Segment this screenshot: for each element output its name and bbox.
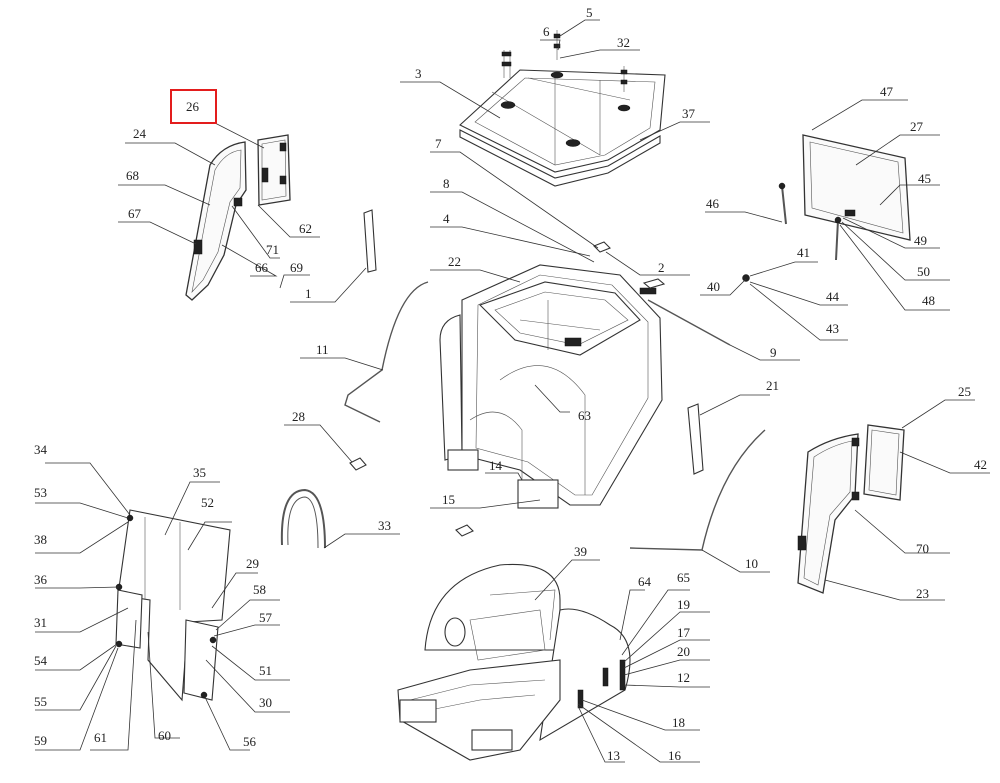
callout-11: 11 — [316, 342, 329, 357]
callout-7: 7 — [435, 136, 442, 151]
callout-12: 12 — [677, 670, 690, 685]
callout-2: 2 — [658, 260, 665, 275]
callout-15: 15 — [442, 492, 455, 507]
callout-62: 62 — [299, 221, 312, 236]
callout-56: 56 — [243, 734, 257, 749]
callout-36: 36 — [34, 572, 48, 587]
roof-panel — [459, 30, 666, 187]
bracket-parts — [349, 209, 704, 537]
side-trim-panels — [115, 509, 231, 702]
callout-37: 37 — [682, 106, 696, 121]
callout-6: 6 — [543, 24, 550, 39]
callout-38: 38 — [34, 532, 47, 547]
callout-5: 5 — [586, 5, 593, 20]
callout-28: 28 — [292, 409, 305, 424]
callout-44: 44 — [826, 289, 840, 304]
callout-22: 22 — [448, 254, 461, 269]
callout-29: 29 — [246, 556, 259, 571]
callout-53: 53 — [34, 485, 47, 500]
callout-4: 4 — [443, 211, 450, 226]
leader-lines — [35, 19, 990, 763]
callout-49: 49 — [914, 233, 927, 248]
callout-54: 54 — [34, 653, 48, 668]
callout-57: 57 — [259, 610, 273, 625]
callout-14: 14 — [489, 458, 503, 473]
callout-50: 50 — [917, 264, 930, 279]
callout-30: 30 — [259, 695, 272, 710]
callout-59: 59 — [34, 733, 47, 748]
callout-64: 64 — [638, 574, 652, 589]
callout-70: 70 — [916, 541, 929, 556]
callout-17: 17 — [677, 625, 691, 640]
callout-39: 39 — [574, 544, 587, 559]
right-door — [797, 424, 905, 594]
callout-45: 45 — [918, 171, 931, 186]
callout-16: 16 — [668, 748, 682, 763]
cab-frame — [439, 264, 663, 509]
callout-68: 68 — [126, 168, 139, 183]
callout-9: 9 — [770, 345, 777, 360]
callout-32: 32 — [617, 35, 630, 50]
callout-31: 31 — [34, 615, 47, 630]
highlight-box-26 — [170, 89, 217, 124]
callout-61: 61 — [94, 730, 107, 745]
callout-41: 41 — [797, 245, 810, 260]
rear-window — [742, 134, 911, 282]
callout-19: 19 — [677, 597, 690, 612]
callout-60: 60 — [158, 728, 171, 743]
callout-47: 47 — [880, 84, 894, 99]
callout-26: 26 — [186, 99, 200, 114]
seal-strips — [280, 281, 766, 551]
callout-labels: 5 6 32 3 37 7 8 4 22 2 9 26 24 68 67 62 … — [34, 5, 987, 763]
callout-67: 67 — [128, 206, 142, 221]
callout-25: 25 — [958, 384, 971, 399]
callout-43: 43 — [826, 321, 839, 336]
callout-63: 63 — [578, 408, 591, 423]
callout-71: 71 — [266, 242, 279, 257]
callout-51: 51 — [259, 663, 272, 678]
callout-21: 21 — [766, 378, 779, 393]
callout-20: 20 — [677, 644, 690, 659]
callout-33: 33 — [378, 518, 391, 533]
callout-24: 24 — [133, 126, 147, 141]
callout-35: 35 — [193, 465, 206, 480]
callout-69: 69 — [290, 260, 303, 275]
left-door — [185, 134, 291, 301]
callout-3: 3 — [415, 66, 422, 81]
callout-18: 18 — [672, 715, 685, 730]
callout-58: 58 — [253, 582, 266, 597]
callout-48: 48 — [922, 293, 935, 308]
callout-52: 52 — [201, 495, 214, 510]
callout-10: 10 — [745, 556, 758, 571]
callout-1: 1 — [305, 286, 312, 301]
callout-42: 42 — [974, 457, 987, 472]
callout-23: 23 — [916, 586, 929, 601]
callout-13: 13 — [607, 748, 620, 763]
callout-8: 8 — [443, 176, 450, 191]
callout-46: 46 — [706, 196, 720, 211]
floor-fender-assembly — [397, 563, 631, 761]
callout-66: 66 — [255, 260, 269, 275]
callout-34: 34 — [34, 442, 48, 457]
callout-55: 55 — [34, 694, 47, 709]
callout-27: 27 — [910, 119, 924, 134]
callout-40: 40 — [707, 279, 720, 294]
callout-65: 65 — [677, 570, 690, 585]
